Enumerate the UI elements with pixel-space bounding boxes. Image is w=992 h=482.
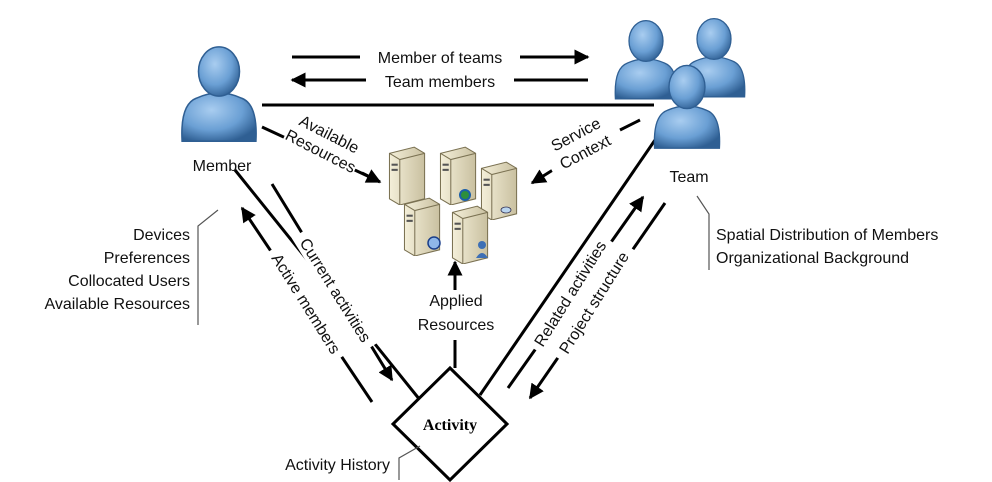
group-icon (614, 17, 746, 149)
member-of-teams-label-bg (360, 46, 520, 68)
team-attribute-spatial-distribution: Spatial Distribution of Members (716, 227, 938, 244)
service-context-label-group: Service Context (536, 106, 624, 180)
team-members-label-bg (366, 70, 514, 92)
member-label: Member (193, 158, 252, 175)
team-activity-connector (478, 139, 657, 396)
team-service-connector (619, 118, 641, 132)
member-attribute-preferences: Preferences (104, 250, 190, 267)
person-icon (181, 46, 257, 143)
team-members-label: Team members (385, 74, 495, 91)
applied-resources-label-line1: Applied (429, 293, 482, 310)
member-of-teams-label: Member of teams (378, 50, 502, 67)
team-attributes-bracket (696, 195, 710, 270)
activity-attribute-history: Activity History (285, 457, 390, 474)
member-attribute-collocated-users: Collocated Users (68, 273, 190, 290)
team-label: Team (669, 169, 708, 186)
available-resources-arrow (361, 169, 382, 184)
activity-node (390, 365, 510, 482)
available-resources-label-group: Available Resources (281, 107, 369, 179)
member-attribute-available-resources: Available Resources (44, 296, 190, 313)
member-attribute-devices: Devices (133, 227, 190, 244)
activity-label: Activity (423, 417, 477, 434)
server-cluster-icon (388, 146, 518, 264)
team-attribute-organizational-background: Organizational Background (716, 250, 909, 267)
member-attributes-bracket (197, 209, 219, 325)
activity-attributes-bracket (398, 445, 421, 480)
applied-resources-label-line2: Resources (418, 317, 494, 334)
